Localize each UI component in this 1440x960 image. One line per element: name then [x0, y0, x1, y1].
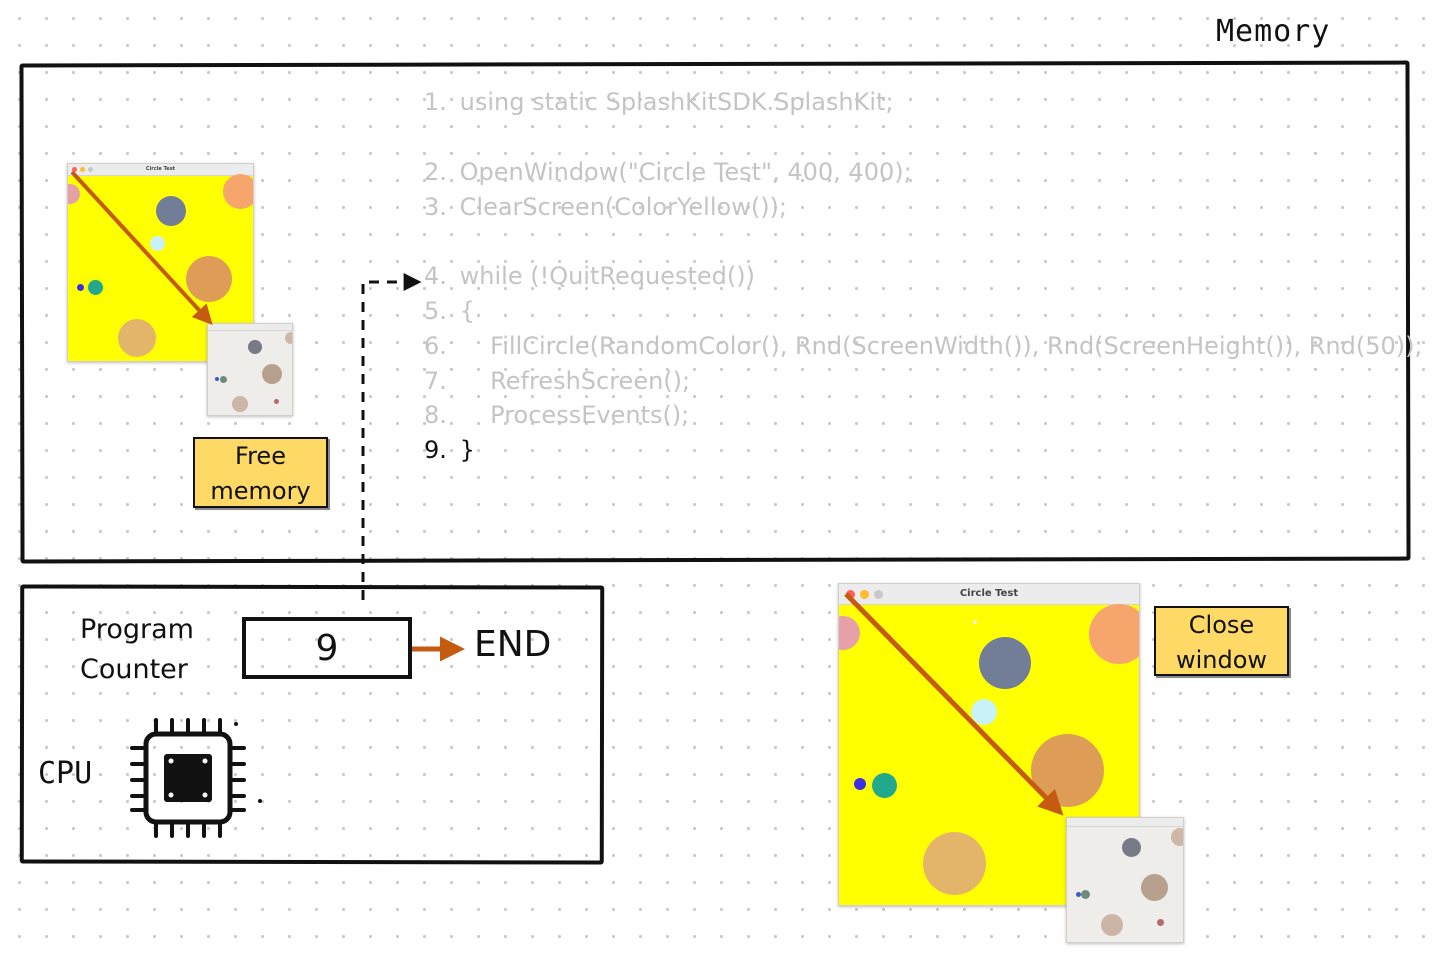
window-titlebar: Circle Test [68, 164, 253, 176]
code-line-1: 1. using static SplashKitSDK.SplashKit; [424, 88, 894, 116]
code-line-5: 5. { [424, 297, 475, 325]
program-counter-value: 9 [242, 617, 412, 679]
code-line-9: 9. } [424, 436, 475, 464]
window-titlebar-large: Circle Test [839, 584, 1139, 605]
end-label: END [474, 624, 552, 665]
window-thumbnail-small-cleared [207, 323, 293, 416]
zoom-dot-icon [874, 590, 883, 599]
minimize-dot-icon [860, 590, 869, 599]
cpu-chip-icon [130, 718, 262, 838]
window-cleared [1066, 817, 1184, 943]
code-line-4: 4. while (!QuitRequested()) [424, 262, 755, 290]
cpu-label: CPU [38, 756, 93, 791]
code-line-8: 8. ProcessEvents(); [424, 401, 690, 429]
memory-title: Memory [1216, 14, 1331, 49]
code-line-3: 3. ClearScreen(ColorYellow()); [424, 193, 788, 221]
close-dot-icon [846, 590, 855, 599]
code-line-2: 2. OpenWindow("Circle Test", 400, 400); [424, 158, 912, 186]
code-line-6: 6. FillCircle(RandomColor(), Rnd(ScreenW… [424, 332, 1423, 360]
code-line-7: 7. RefreshScreen(); [424, 367, 691, 395]
